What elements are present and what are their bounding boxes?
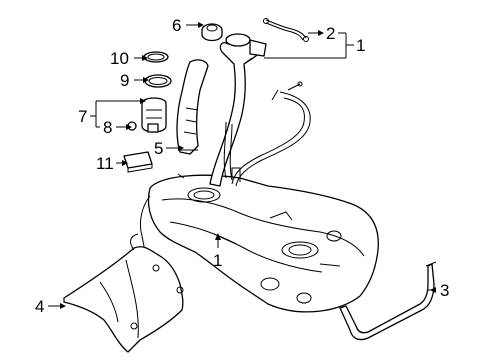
pump-control-module — [123, 151, 153, 173]
fuel-cap — [201, 23, 223, 42]
leader-lines — [48, 24, 436, 307]
callout-5: 5 — [154, 139, 163, 158]
callout-11: 11 — [96, 154, 114, 173]
vent-lines — [223, 81, 311, 187]
fuel-pump — [141, 97, 167, 133]
lock-ring — [144, 74, 172, 88]
fuel-sender — [176, 59, 209, 155]
tank-strap — [339, 261, 437, 341]
callout-labels: 1 2 6 10 9 7 8 11 5 1 4 3 — [35, 16, 449, 316]
callout-10: 10 — [110, 49, 129, 68]
filler-pipe — [209, 33, 267, 187]
callout-3: 3 — [440, 281, 449, 300]
leader-arrows — [60, 22, 436, 309]
callout-2: 2 — [326, 24, 335, 43]
callout-7: 7 — [78, 107, 87, 126]
vapor-line — [263, 18, 309, 42]
callout-8: 8 — [103, 118, 112, 137]
callout-1-top: 1 — [356, 36, 365, 55]
callout-6: 6 — [172, 16, 181, 35]
callout-4: 4 — [35, 297, 44, 316]
heat-shield — [63, 233, 184, 353]
callout-9: 9 — [120, 71, 129, 90]
callout-1-bottom: 1 — [213, 251, 222, 270]
seal-ring — [143, 51, 169, 63]
